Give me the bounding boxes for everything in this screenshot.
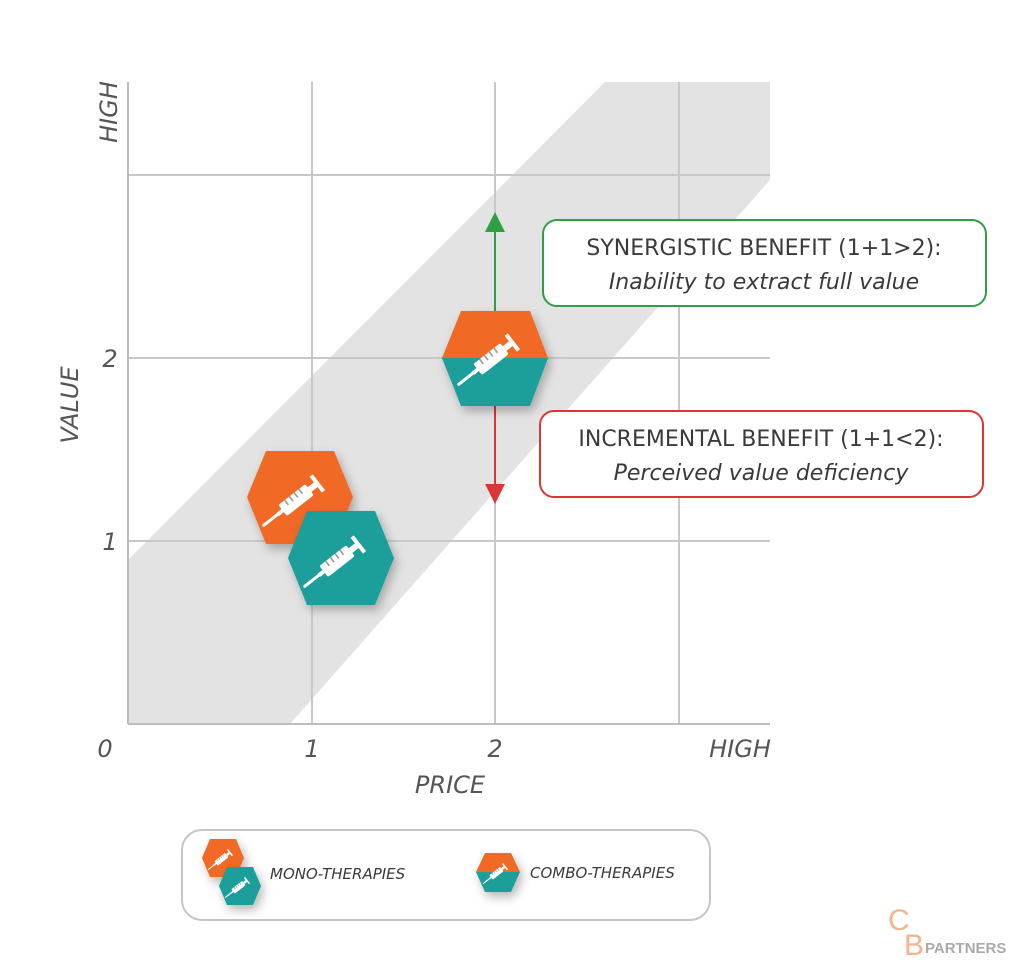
- incremental-subtitle: Perceived value deficiency: [614, 461, 910, 486]
- y-tick-high: HIGH: [95, 81, 123, 143]
- y-tick-2: 2: [102, 345, 117, 373]
- x-tick-1: 1: [304, 735, 319, 763]
- arrow-down-icon: [485, 484, 505, 504]
- legend-combo-label: COMBO-THERAPIES: [530, 864, 675, 882]
- x-tick-high: HIGH: [709, 735, 771, 763]
- synergy-arrow: [485, 212, 505, 312]
- axes: [127, 82, 770, 725]
- incremental-arrow: [485, 406, 505, 504]
- incremental-title: INCREMENTAL BENEFIT (1+1<2):: [578, 427, 943, 452]
- legend: MONO-THERAPIES COMBO-THERAPIES: [181, 829, 711, 921]
- y-axis-label: VALUE: [56, 366, 84, 444]
- logo-letter-b: B: [904, 929, 924, 962]
- legend-mono-icon: [202, 839, 261, 905]
- y-tick-1: 1: [102, 528, 117, 556]
- x-tick-0: 0: [97, 735, 112, 763]
- legend-combo-icon: [476, 853, 520, 892]
- arrow-up-icon: [485, 212, 505, 232]
- incremental-callout: INCREMENTAL BENEFIT (1+1<2): Perceived v…: [539, 410, 984, 498]
- cb-partners-logo: C B PARTNERS: [888, 904, 1006, 962]
- legend-mono-label: MONO-THERAPIES: [270, 865, 406, 883]
- synergistic-title: SYNERGISTIC BENEFIT (1+1>2):: [586, 236, 941, 261]
- value-price-band: [128, 82, 770, 724]
- synergistic-subtitle: Inability to extract full value: [609, 270, 919, 295]
- x-tick-2: 2: [487, 735, 502, 763]
- x-axis-label: PRICE: [415, 771, 486, 799]
- logo-word: PARTNERS: [925, 940, 1006, 957]
- logo-letter-c: C: [888, 904, 910, 937]
- synergistic-callout: SYNERGISTIC BENEFIT (1+1>2): Inability t…: [542, 219, 987, 307]
